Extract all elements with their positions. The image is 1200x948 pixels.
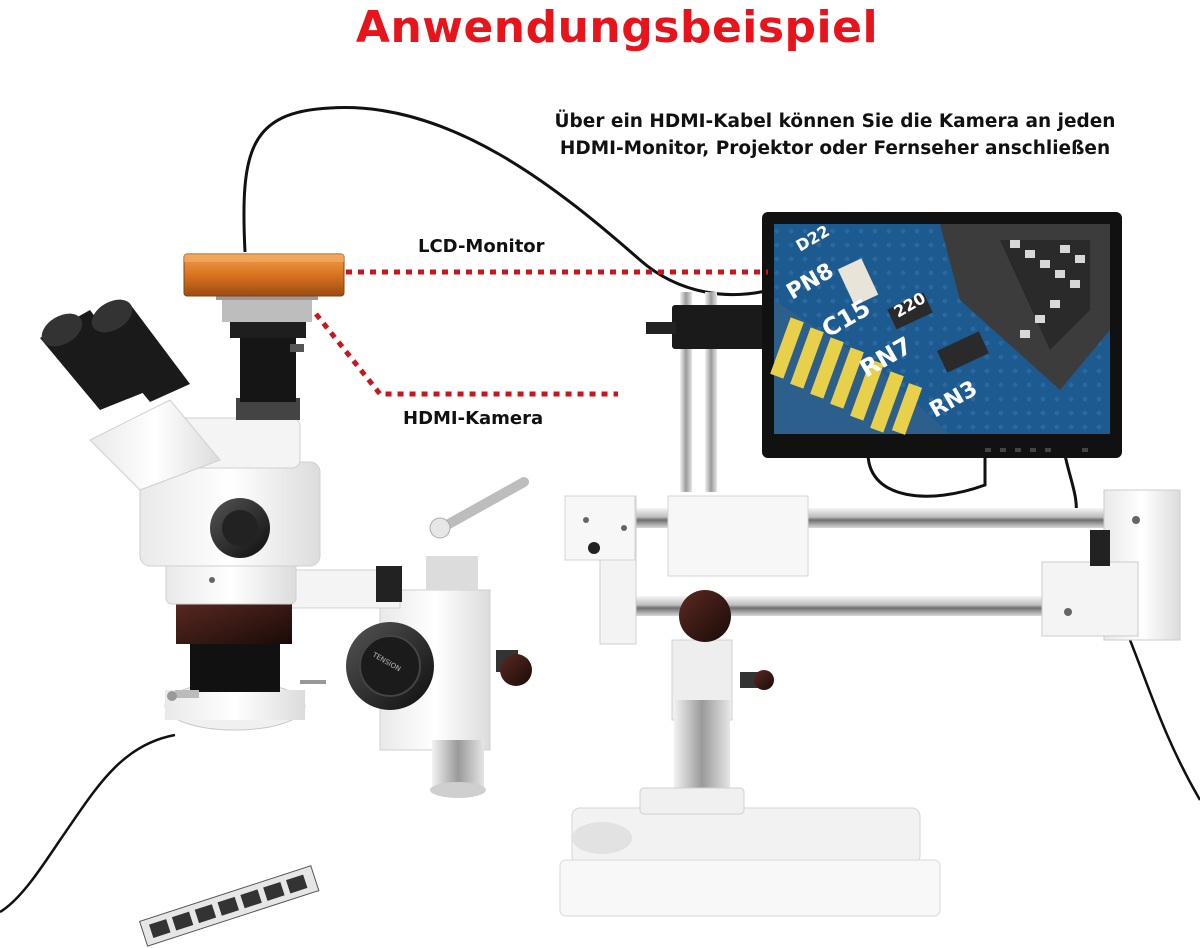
hdmi-camera-icon xyxy=(183,253,345,297)
page-title: Anwendungsbeispiel xyxy=(355,2,879,53)
stereo-microscope-icon xyxy=(40,299,326,731)
lcd-monitor-icon: PN8 C15 RN7 RN3 220 D22 xyxy=(762,212,1122,458)
callout-lcd-monitor: LCD-Monitor xyxy=(418,236,545,257)
power-cable xyxy=(1128,639,1200,801)
subtitle-line-1: Über ein HDMI-Kabel können Sie die Kamer… xyxy=(554,111,1116,132)
callout-line-hdmi xyxy=(314,312,618,397)
callout-hdmi-camera: HDMI-Kamera xyxy=(403,408,544,429)
hdmi-cable xyxy=(242,106,771,297)
page-subtitle: Über ein HDMI-Kabel können Sie die Kamer… xyxy=(520,108,1150,162)
monitor-clamp xyxy=(672,305,764,349)
memory-module-icon xyxy=(138,865,320,947)
led-cable xyxy=(0,733,176,914)
callout-lines xyxy=(314,269,768,397)
subtitle-line-2: HDMI-Monitor, Projektor oder Fernseher a… xyxy=(559,138,1111,159)
